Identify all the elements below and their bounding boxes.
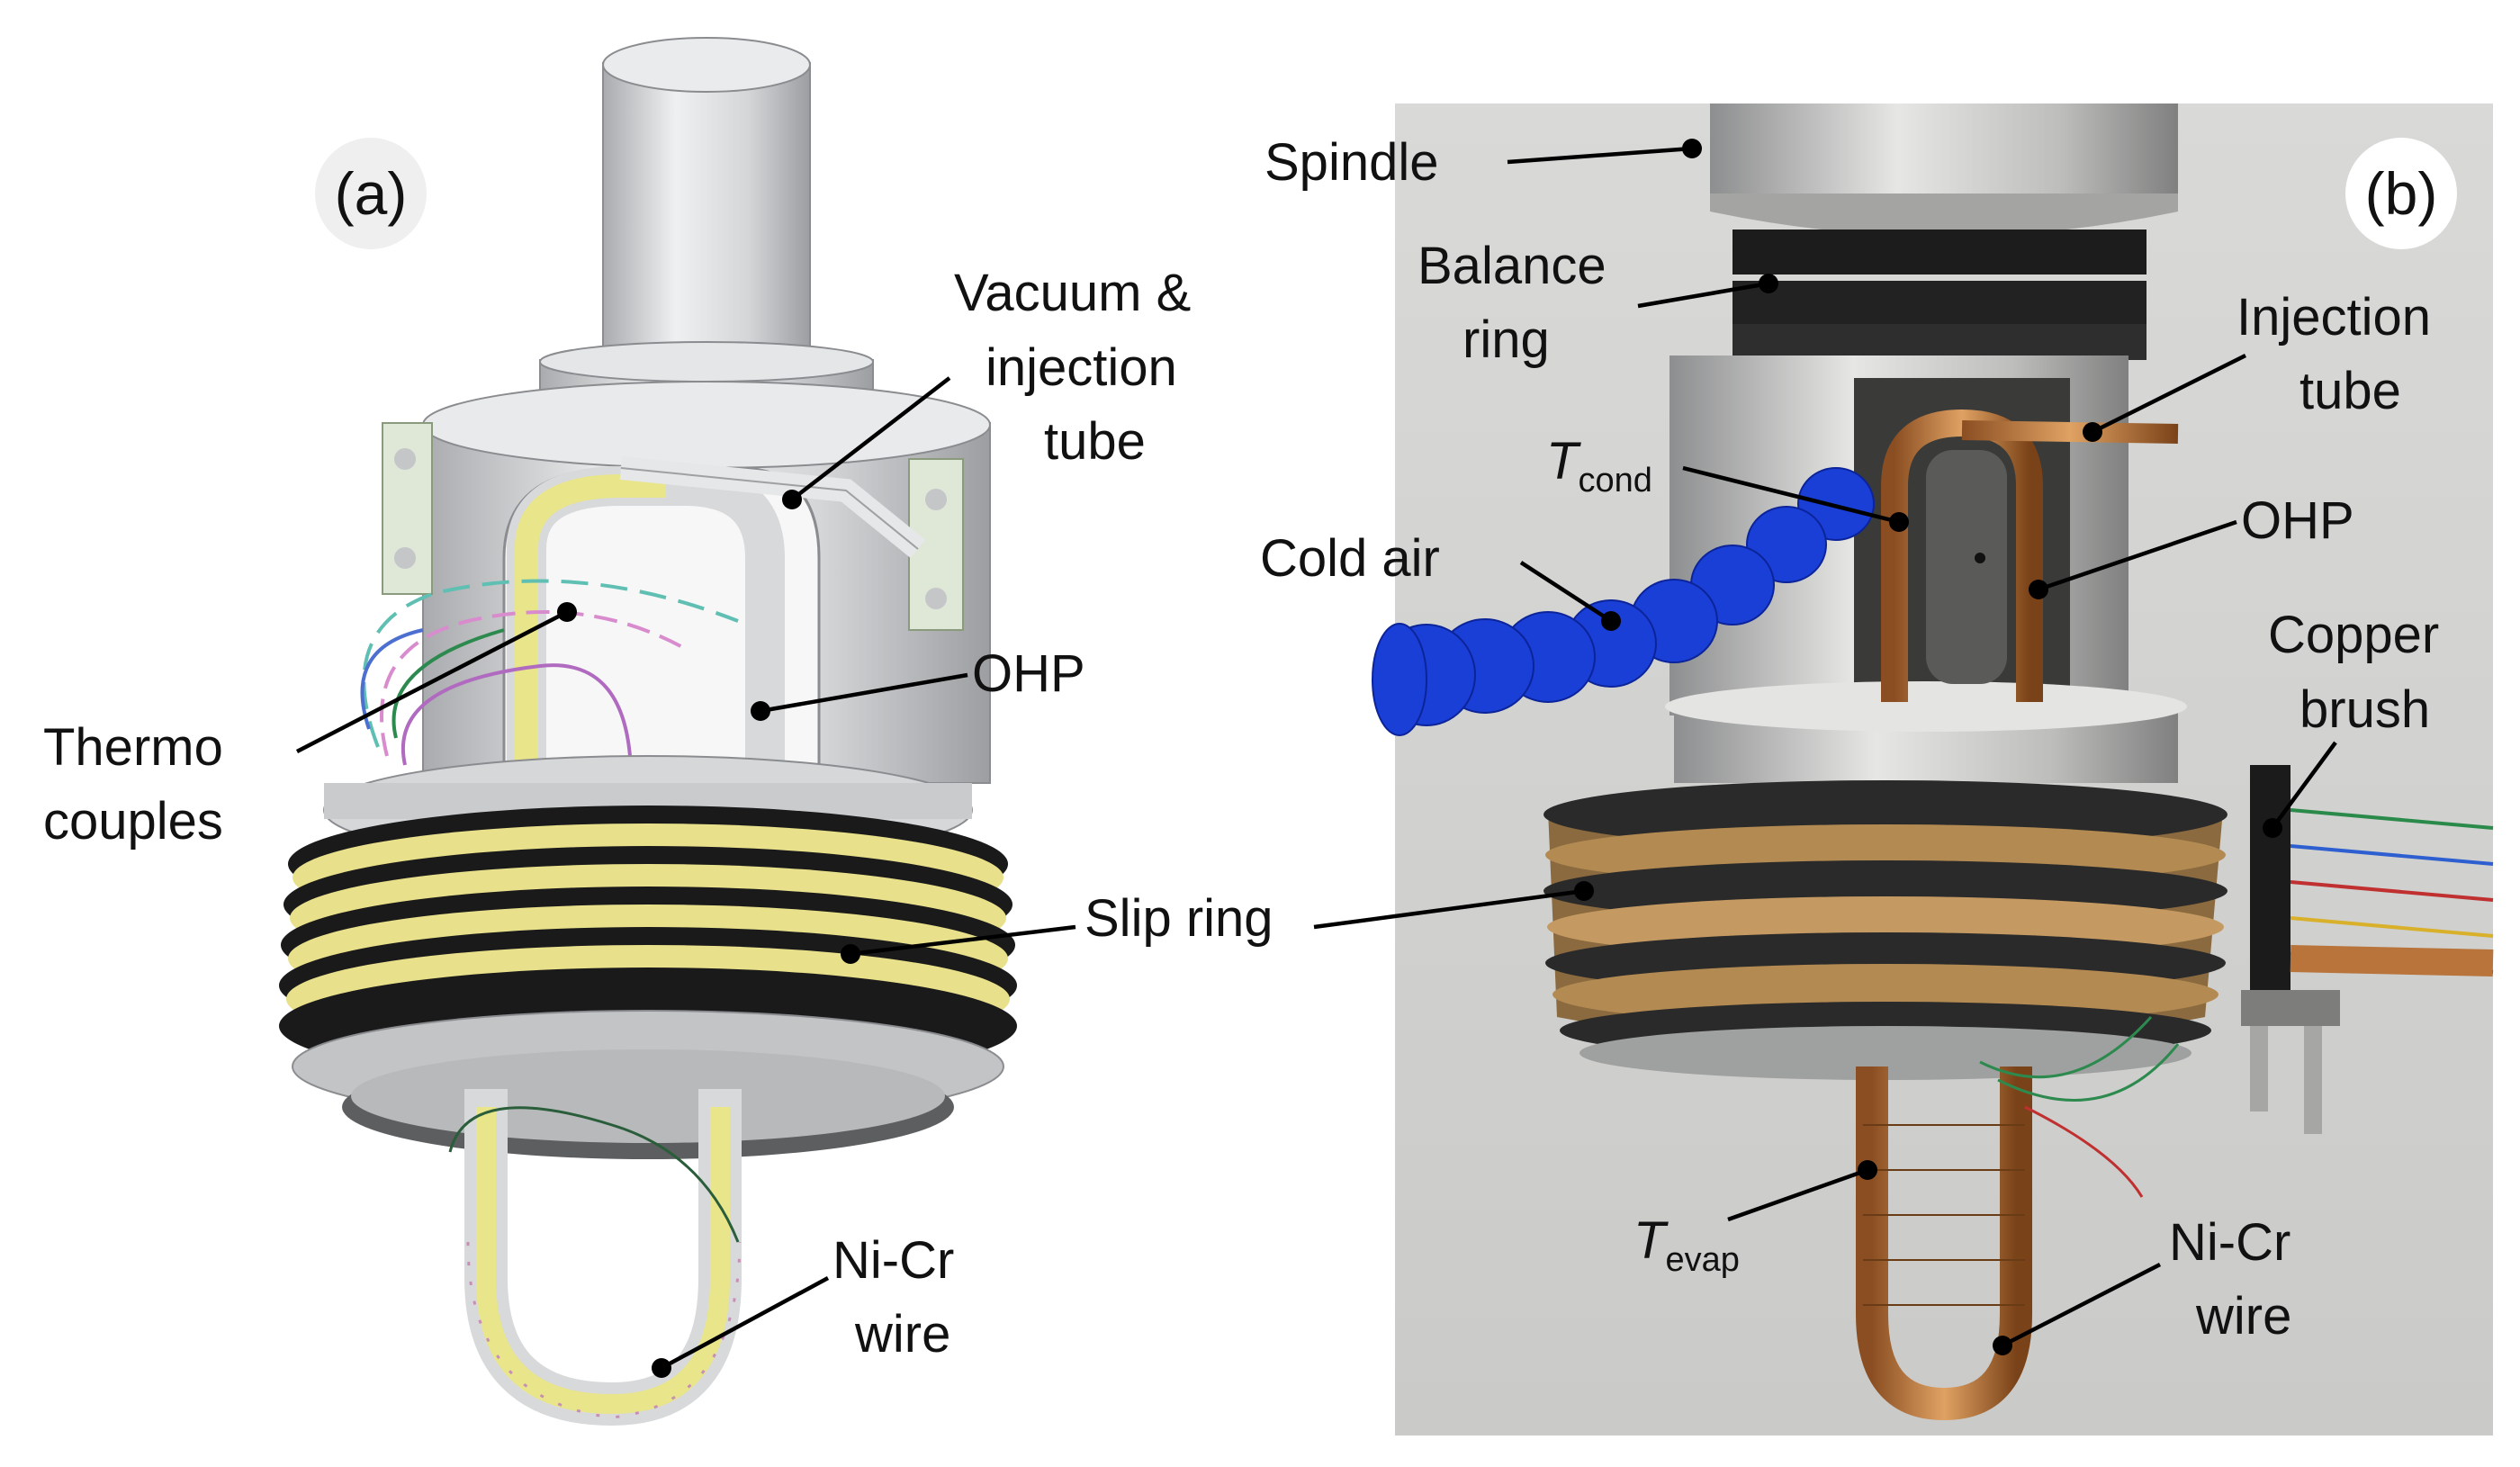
panel-b: (b) — [1313, 104, 2494, 1436]
ohp-loop-lower-cad — [448, 1089, 742, 1426]
leader-ohp-a — [760, 672, 968, 714]
label-t-cond: Tcond — [1546, 432, 1652, 500]
panel-b-tag: (b) — [2365, 160, 2438, 227]
panel-a-tag: (a) — [335, 160, 408, 227]
label-nicr-a-line1: Ni-Cr — [832, 1231, 954, 1290]
label-copper-line2: brush — [2300, 680, 2430, 739]
leader-thermocouples — [295, 610, 569, 753]
label-vacuum-line2: injection — [986, 338, 1177, 397]
thermocouple-wires-cad — [360, 579, 739, 766]
label-t-cond-main: T — [1546, 432, 1581, 490]
ohp-lower-photo — [1856, 1015, 2180, 1421]
label-t-cond-sub: cond — [1578, 462, 1652, 500]
panel-b-tag-badge — [2345, 138, 2457, 249]
leader-vacuum-tube — [790, 376, 951, 501]
label-cold-air: Cold air — [1260, 529, 1440, 588]
label-t-evap-main: T — [1634, 1211, 1669, 1270]
leader-cold-air — [1519, 561, 1613, 623]
label-thermo-line1: Thermo — [43, 718, 223, 777]
label-spindle: Spindle — [1264, 133, 1438, 192]
leader-nicr-a — [660, 1276, 830, 1370]
leader-spindle — [1507, 146, 1693, 165]
label-t-evap-sub: evap — [1665, 1241, 1739, 1279]
leader-slip-ring-a — [850, 924, 1076, 957]
label-thermo-line2: couples — [43, 792, 223, 850]
label-vacuum-line3: tube — [1044, 412, 1146, 471]
label-injection-line2: tube — [2300, 362, 2401, 420]
label-ohp-a: OHP — [972, 644, 1085, 703]
label-nicr-b-line2: wire — [2195, 1287, 2291, 1346]
panel-a-tag-badge — [315, 138, 427, 249]
leader-t-evap — [1727, 1167, 1868, 1222]
leader-ohp-b — [2038, 519, 2237, 592]
housing-cad — [382, 381, 991, 785]
panel-a: (a) — [43, 37, 1274, 1426]
label-ohp-b: OHP — [2241, 491, 2354, 550]
leader-nicr-b — [2001, 1262, 2162, 1348]
leader-slip-ring-b — [1313, 888, 1585, 930]
label-slip-ring: Slip ring — [1084, 889, 1274, 948]
leader-balance-ring — [1637, 281, 1769, 309]
label-vacuum-line1: Vacuum & — [954, 264, 1191, 322]
label-copper-line1: Copper — [2268, 606, 2439, 664]
slip-ring-cad — [279, 755, 1017, 1159]
panel-b-labels: Spindle Balance ring Injection tube Tcon… — [1260, 133, 2439, 1346]
label-nicr-b-line1: Ni-Cr — [2169, 1213, 2290, 1272]
label-balance-line2: ring — [1462, 310, 1550, 369]
spindle-shaft-cad — [539, 37, 874, 424]
label-nicr-a-line2: wire — [854, 1305, 950, 1364]
ohp-loop-upper-cad — [507, 456, 926, 774]
leader-copper-brush — [2271, 741, 2337, 830]
cold-air-hose — [1372, 467, 1875, 736]
copper-brush-photo — [2241, 765, 2494, 1134]
ohp-upper-photo — [1881, 409, 2179, 702]
slip-ring-photo — [1544, 780, 2228, 1080]
label-injection-line1: Injection — [2236, 288, 2431, 346]
leader-t-cond — [1682, 465, 1900, 525]
label-t-evap: Tevap — [1634, 1211, 1740, 1279]
label-balance-line1: Balance — [1418, 237, 1606, 295]
leader-injection-tube — [2091, 353, 2247, 435]
